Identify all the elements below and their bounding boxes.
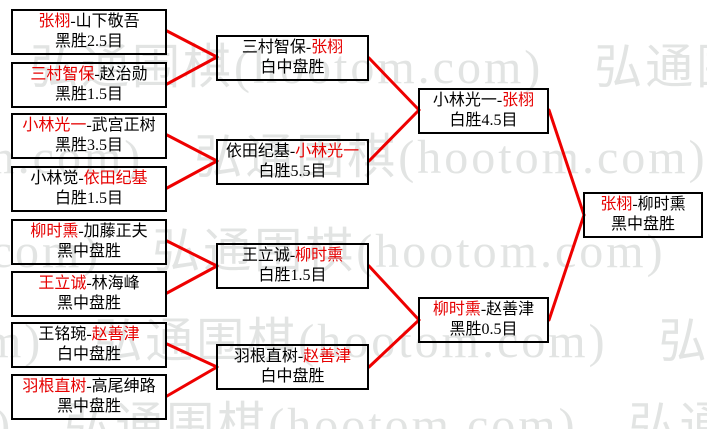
connector-line [367, 264, 421, 322]
match-result: 白中盘胜 [260, 368, 325, 385]
match-result: 黑中盘胜 [56, 295, 121, 312]
winner-name: 依田纪基 [83, 170, 148, 187]
player-name: 小林光一- [432, 92, 503, 109]
player-name: 王铭琬- [38, 326, 92, 343]
connector-line [165, 159, 219, 190]
winner-name: 张栩 [311, 39, 344, 56]
player-name: 王立诚- [241, 247, 296, 264]
connector-line [165, 133, 219, 163]
winner-name: 柳时熏 [30, 223, 79, 240]
connector-line [165, 29, 219, 59]
match-box: 三村智保-赵治勋 黑胜1.5目 [11, 62, 167, 108]
match-players: 柳时熏-加藤正夫 [13, 222, 165, 242]
connector-line [165, 55, 219, 86]
winner-name: 王立诚 [38, 275, 87, 292]
player-name: -高尾绅路 [86, 378, 156, 395]
connector-line [165, 239, 219, 268]
match-result: 黑胜3.5目 [54, 137, 123, 154]
player-name: -林海峰 [86, 275, 140, 292]
player-name: 依田纪基- [225, 143, 296, 160]
watermark-text: 弘通围棋(hootom.com) 弘通围棋(hootom.com) 弘通围棋(h… [0, 399, 707, 429]
player-name: -赵治勋 [94, 66, 148, 83]
connector-line [367, 56, 421, 112]
player-name: -武宫正树 [86, 117, 156, 134]
match-result: 白中盘胜 [260, 59, 325, 76]
player-name: -柳时熏 [632, 196, 686, 213]
winner-name: 张栩 [600, 196, 633, 213]
match-result: 白中盘胜 [56, 346, 121, 363]
match-box: 王铭琬-赵善津 白中盘胜 [11, 322, 167, 368]
match-result: 白胜1.5目 [54, 190, 123, 207]
winner-name: 柳时熏 [295, 247, 344, 264]
player-name: 三村智保- [241, 39, 312, 56]
match-players: 羽根直树-赵善津 [218, 347, 367, 367]
match-result: 黑中盘胜 [56, 398, 121, 415]
match-result: 白胜4.5目 [449, 112, 518, 129]
match-players: 王铭琬-赵善津 [13, 325, 165, 345]
player-name: 羽根直树- [233, 348, 304, 365]
match-result: 黑胜2.5目 [54, 33, 123, 50]
match-box: 小林光一-武宫正树 黑胜3.5目 [11, 113, 167, 159]
match-players: 张栩-山下敬吾 [13, 12, 165, 32]
player-name: -赵善津 [480, 301, 535, 318]
connector-line [547, 108, 586, 217]
connector-line [547, 213, 586, 322]
winner-name: 张栩 [38, 13, 71, 30]
match-result: 黑中盘胜 [610, 216, 675, 233]
match-box: 小林觉-依田纪基 白胜1.5目 [11, 166, 167, 212]
connector-line [165, 264, 219, 295]
winner-name: 羽根直树 [22, 378, 87, 395]
match-players: 三村智保-赵治勋 [13, 65, 165, 85]
match-box: 小林光一-张栩 白胜4.5目 [418, 88, 549, 134]
match-box: 王立诚-柳时熏 白胜1.5目 [216, 243, 369, 289]
match-box: 依田纪基-小林光一 白胜5.5目 [216, 139, 369, 185]
connector-line [165, 342, 219, 369]
player-name: 小林觉- [30, 170, 84, 187]
match-players: 三村智保-张栩 [218, 38, 367, 58]
match-result: 白胜5.5目 [258, 163, 327, 180]
match-players: 小林光一-武宫正树 [13, 116, 165, 136]
connector-line [367, 318, 421, 369]
winner-name: 赵善津 [91, 326, 140, 343]
match-players: 羽根直树-高尾绅路 [13, 377, 165, 397]
match-players: 柳时熏-赵善津 [420, 300, 547, 320]
match-players: 王立诚-柳时熏 [218, 246, 367, 266]
match-box: 羽根直树-高尾绅路 黑中盘胜 [11, 374, 167, 420]
connector-line [165, 365, 219, 398]
match-box: 柳时熏-加藤正夫 黑中盘胜 [11, 219, 167, 265]
match-result: 黑胜1.5目 [54, 86, 123, 103]
match-result: 黑胜0.5目 [449, 321, 518, 338]
winner-name: 赵善津 [303, 348, 352, 365]
match-box: 羽根直树-赵善津 白中盘胜 [216, 344, 369, 390]
winner-name: 小林光一 [22, 117, 87, 134]
player-name: -加藤正夫 [78, 223, 148, 240]
connector-line [367, 108, 421, 163]
winner-name: 柳时熏 [432, 301, 481, 318]
match-players: 张栩-柳时熏 [585, 195, 701, 215]
match-box: 王立诚-林海峰 黑中盘胜 [11, 271, 167, 317]
match-result: 黑中盘胜 [56, 243, 121, 260]
match-box: 张栩-山下敬吾 黑胜2.5目 [11, 9, 167, 55]
watermark-row: 弘通围棋(hootom.com) 弘通围棋(hootom.com) 弘通围棋(h… [0, 224, 707, 280]
match-box: 柳时熏-赵善津 黑胜0.5目 [418, 297, 549, 343]
winner-name: 三村智保 [30, 66, 95, 83]
watermark-text: 弘通围棋(hootom.com) 弘通围棋(hootom.com) 弘通围棋(h… [0, 225, 707, 278]
player-name: -山下敬吾 [70, 13, 140, 30]
winner-name: 小林光一 [295, 143, 360, 160]
match-players: 王立诚-林海峰 [13, 274, 165, 294]
match-box: 三村智保-张栩 白中盘胜 [216, 35, 369, 81]
watermark-row: 弘通围棋(hootom.com) 弘通围棋(hootom.com) 弘通围棋(h… [0, 398, 707, 429]
match-players: 依田纪基-小林光一 [218, 142, 367, 162]
winner-name: 张栩 [502, 92, 535, 109]
match-players: 小林光一-张栩 [420, 91, 547, 111]
match-result: 白胜1.5目 [258, 267, 327, 284]
match-box-final: 张栩-柳时熏 黑中盘胜 [583, 192, 703, 238]
match-players: 小林觉-依田纪基 [13, 169, 165, 189]
